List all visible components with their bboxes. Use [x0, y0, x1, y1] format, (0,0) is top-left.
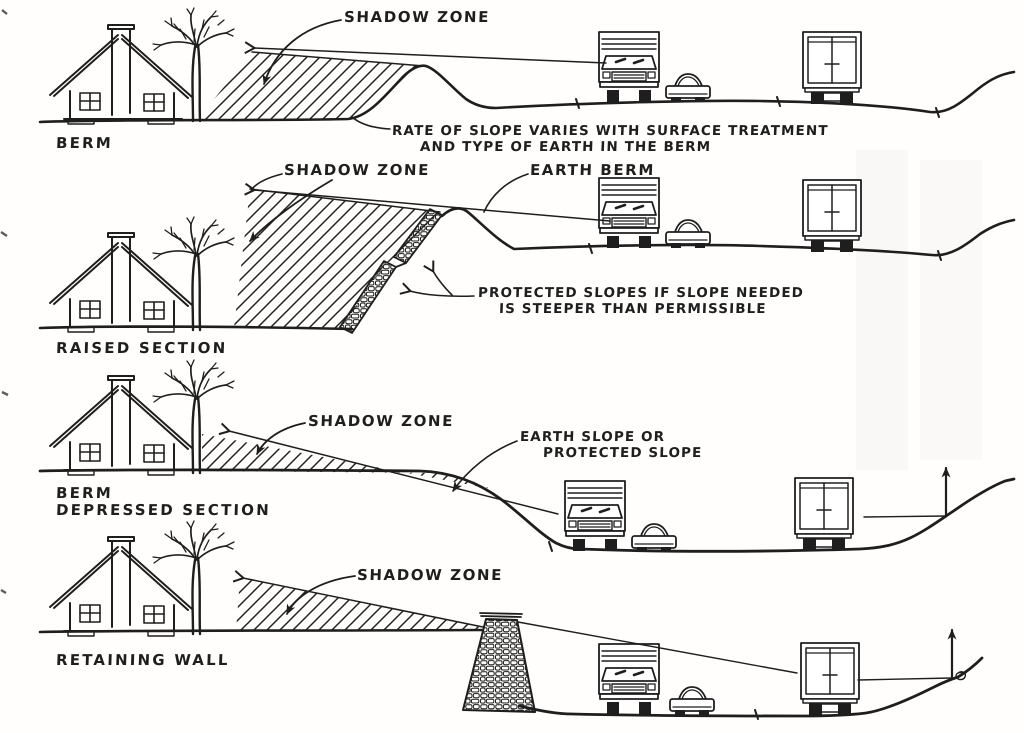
terrain-profile: [38, 64, 1016, 124]
section-retaining-wall: [38, 519, 984, 720]
shadow-zone-hatch: [236, 578, 483, 631]
section-title: RAISED SECTION: [55, 339, 228, 357]
shadow-zone-label: SHADOW ZONE: [283, 161, 431, 179]
shadow-zone-hatch: [198, 52, 424, 119]
car-front: [631, 523, 677, 553]
annotation-note: IS STEEPER THAN PERMISSIBLE: [498, 301, 767, 317]
section-depressed: [38, 358, 1016, 553]
section-title: BERM: [55, 134, 114, 152]
annotation-note: PROTECTED SLOPE: [542, 445, 703, 461]
shadow-zone-leader-arrow: [256, 422, 306, 455]
tree: [151, 519, 236, 636]
terrain-profile: [518, 656, 984, 718]
section-title: RETAINING WALL: [55, 651, 231, 669]
trailer-rear: [794, 477, 854, 551]
shadow-zone-leader-arrow: [249, 179, 333, 242]
note-leader: [351, 116, 391, 130]
trailer-rear: [802, 31, 862, 105]
sight-line-arrow: [244, 41, 607, 64]
shadow-zone-hatch: [234, 189, 440, 328]
protected-slope-lower: [339, 260, 397, 334]
section-berm: [38, 6, 1016, 130]
section-title: BERM: [55, 484, 114, 502]
note-leader-arrow: [452, 440, 518, 492]
tree: [151, 215, 236, 332]
sight-line-arrow: [218, 422, 559, 515]
house: [49, 232, 193, 333]
truck-front: [597, 30, 661, 104]
terrain-profile: [440, 207, 1016, 257]
car-front: [665, 73, 711, 103]
protected-slope-upper: [393, 208, 443, 264]
sight-line-arrow: [244, 182, 611, 222]
shadow-zone-leader-arrow: [286, 575, 356, 615]
house: [49, 375, 193, 476]
annotation-note: PROTECTED SLOPES IF SLOPE NEEDED: [477, 285, 805, 301]
earth-berm-label: EARTH BERM: [529, 161, 656, 179]
shadow-zone-label: SHADOW ZONE: [343, 8, 491, 26]
car-front: [665, 219, 711, 249]
trailer-rear: [800, 642, 860, 716]
retaining-wall: [462, 618, 536, 713]
shadow-zone-label: SHADOW ZONE: [356, 566, 504, 584]
section-title-line2: DEPRESSED SECTION: [55, 501, 272, 519]
house: [49, 24, 193, 125]
shadow-zone-label: SHADOW ZONE: [307, 412, 455, 430]
sight-line: [517, 621, 798, 674]
note-leader-arrow-2: [423, 260, 453, 296]
annotation-note: AND TYPE OF EARTH IN THE BERM: [419, 139, 712, 155]
car-front: [669, 686, 715, 716]
section-raised: [38, 173, 1016, 334]
truck-front: [597, 176, 661, 250]
shadow-zone-leader-arrow: [262, 19, 342, 85]
note-leader-arrow: [399, 282, 475, 298]
trailer-rear: [802, 179, 862, 253]
scan-artifacts: [0, 9, 982, 595]
annotation-note: RATE OF SLOPE VARIES WITH SURFACE TREATM…: [391, 123, 829, 139]
shadow-boundary-arrow: [232, 570, 484, 628]
scribble-mark: [955, 671, 967, 681]
truck-front: [597, 642, 661, 716]
earth-berm-leader: [483, 173, 529, 213]
annotation-note: EARTH SLOPE OR: [519, 429, 666, 445]
truck-front: [563, 479, 627, 553]
house: [49, 536, 193, 637]
